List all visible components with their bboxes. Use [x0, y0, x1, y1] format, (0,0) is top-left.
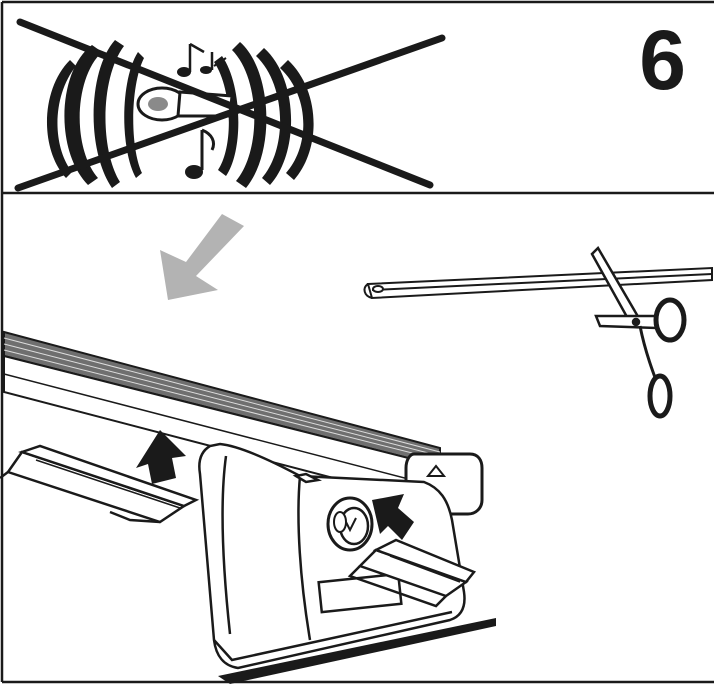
rubber-pad-right — [347, 538, 477, 608]
insert-arrow-icon — [372, 494, 414, 540]
noise-prohibited-icon — [14, 18, 446, 192]
vehicle-roof — [218, 618, 496, 684]
scissors-icon — [590, 245, 687, 419]
step-number: 6 — [639, 13, 686, 107]
rubber-pad-left — [0, 444, 200, 524]
rubber-strip — [363, 266, 713, 300]
direction-arrow-icon — [160, 214, 244, 300]
insert-arrow-icon — [136, 430, 186, 484]
